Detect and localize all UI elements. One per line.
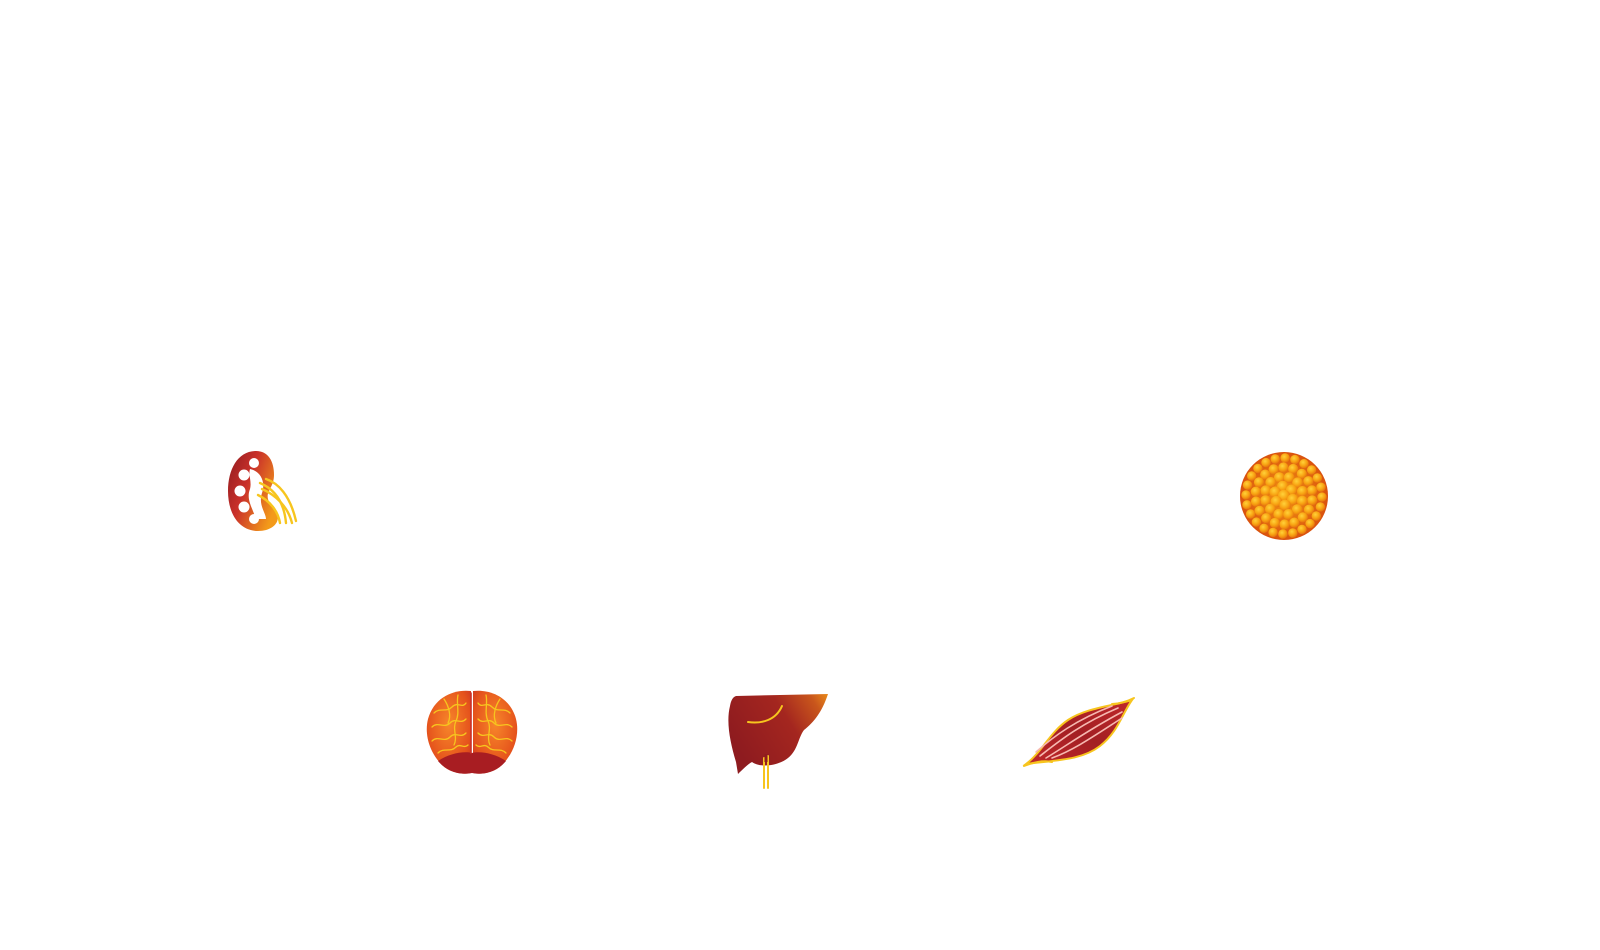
fat-cell xyxy=(1270,495,1283,508)
fat-cell xyxy=(1260,485,1272,497)
fat-cell xyxy=(1283,509,1294,520)
fat-cell xyxy=(1251,517,1262,527)
fat-cell xyxy=(1253,463,1263,474)
fat-cell xyxy=(1311,511,1321,521)
fat-cell xyxy=(1268,527,1278,538)
brain-icon xyxy=(424,687,520,777)
fat-cell xyxy=(1265,477,1277,488)
fat-cell xyxy=(1290,454,1300,465)
liver-icon xyxy=(726,692,830,790)
fat-cell xyxy=(1270,454,1280,464)
fat-cell xyxy=(1254,505,1265,516)
fat-cell xyxy=(1273,508,1285,520)
fat-cell xyxy=(1260,469,1271,480)
fat-cell xyxy=(1316,482,1326,492)
fat-cell xyxy=(1279,519,1290,530)
fat-cell xyxy=(1315,502,1326,512)
fat-cell xyxy=(1247,471,1257,481)
muscle-icon xyxy=(1022,696,1136,772)
fat-tissue-icon xyxy=(1237,449,1331,543)
fat-cell xyxy=(1278,529,1288,539)
kidney-icon xyxy=(226,449,298,533)
fat-cell xyxy=(1288,463,1299,475)
fat-cell xyxy=(1283,472,1295,484)
fat-cell xyxy=(1268,464,1279,475)
fat-cell xyxy=(1242,500,1252,510)
fat-cell xyxy=(1296,468,1307,479)
fat-cell xyxy=(1280,453,1290,463)
fat-cell xyxy=(1260,495,1271,506)
fat-cell xyxy=(1296,495,1308,507)
fat-cell xyxy=(1291,504,1303,515)
fat-cell xyxy=(1261,457,1271,468)
fat-cell xyxy=(1274,472,1285,483)
fat-cell xyxy=(1303,504,1315,515)
fat-cell xyxy=(1297,524,1307,535)
fat-cell xyxy=(1307,495,1318,506)
fat-cell xyxy=(1303,476,1314,487)
fat-cell xyxy=(1305,518,1315,529)
fat-cell xyxy=(1269,517,1280,529)
fat-cell xyxy=(1242,480,1253,490)
fat-cell xyxy=(1245,509,1256,519)
fat-cell xyxy=(1317,492,1327,502)
fat-cell xyxy=(1250,486,1261,497)
fat-cell xyxy=(1299,459,1309,469)
fat-cell xyxy=(1279,499,1291,512)
fat-cell xyxy=(1289,517,1300,528)
fat-cell xyxy=(1297,486,1308,497)
fat-cell xyxy=(1292,477,1303,489)
fat-cell xyxy=(1312,473,1323,483)
fat-cell xyxy=(1241,490,1251,500)
fat-cell xyxy=(1259,523,1269,533)
fat-cell xyxy=(1250,496,1262,507)
fat-cell xyxy=(1306,485,1318,496)
fat-cell xyxy=(1278,462,1289,473)
fat-cell xyxy=(1297,512,1308,523)
fat-cell xyxy=(1288,528,1298,538)
fat-cell xyxy=(1261,513,1272,524)
fat-cell xyxy=(1253,477,1265,488)
fat-cell xyxy=(1306,465,1317,475)
fat-cell xyxy=(1265,503,1276,515)
